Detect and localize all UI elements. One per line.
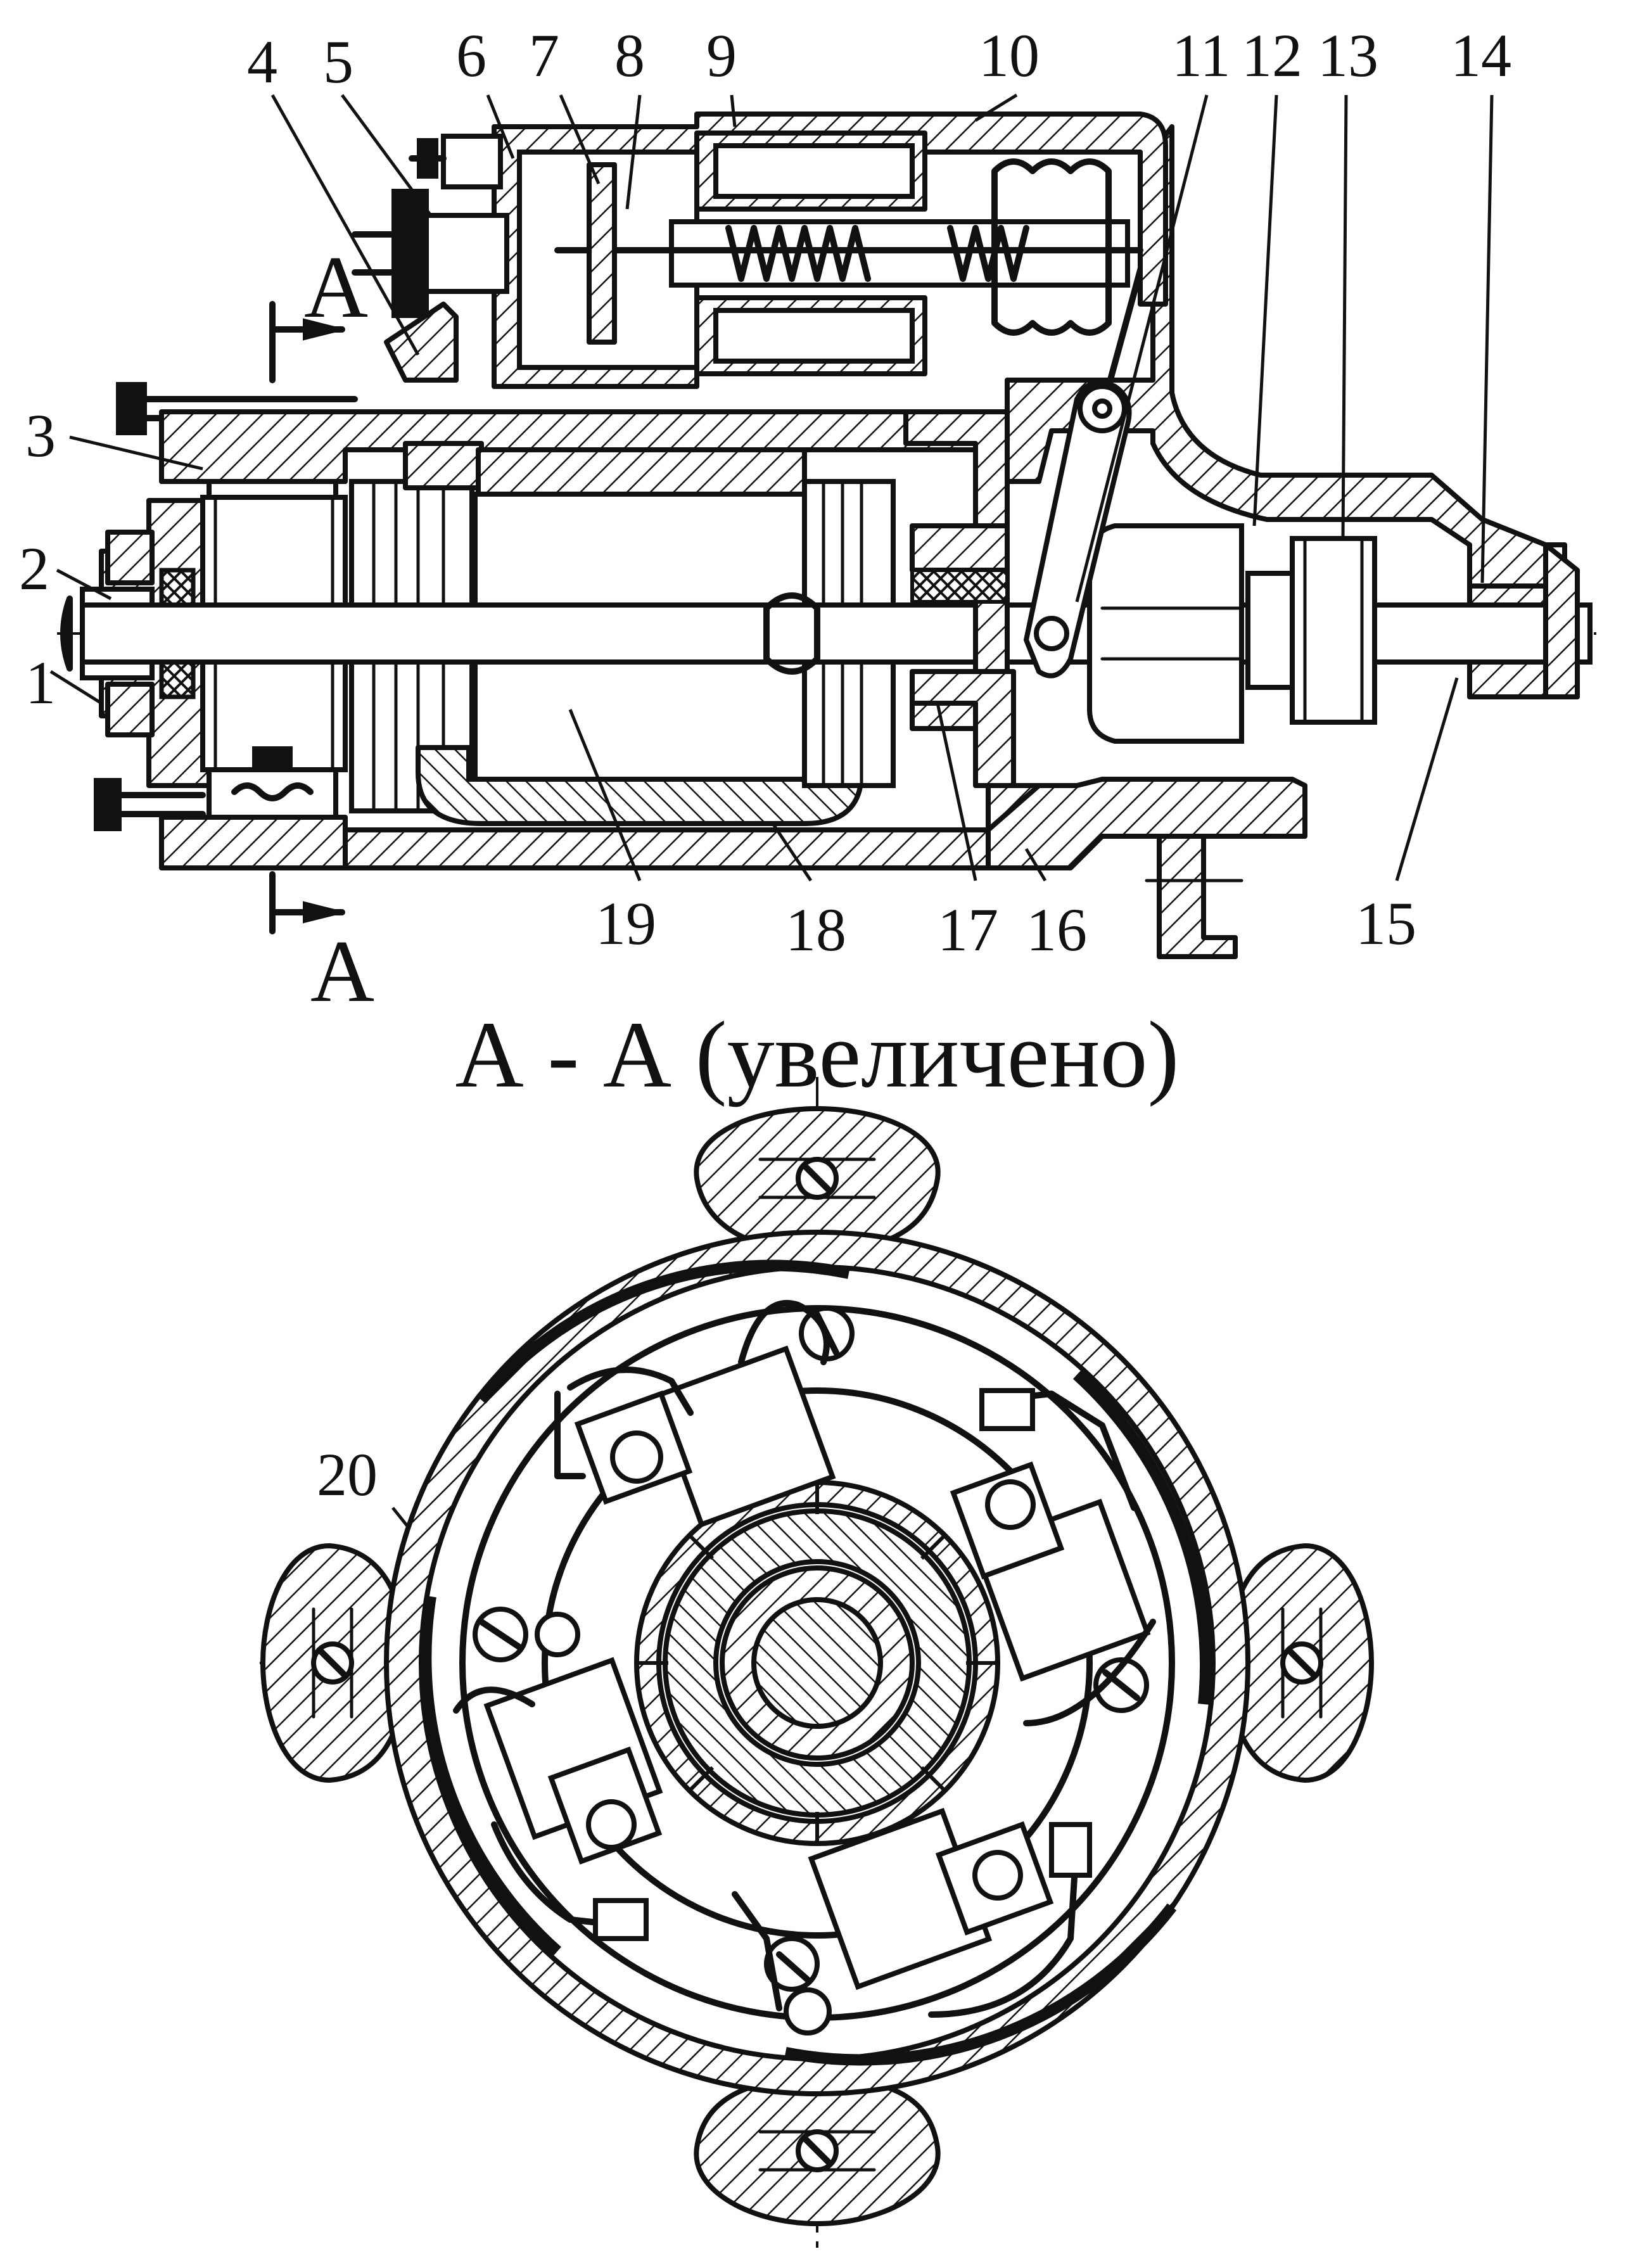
section-mark-bottom: А [310, 922, 374, 1021]
callout-8: 8 [614, 22, 645, 89]
callout-12: 12 [1242, 22, 1302, 89]
callout-15: 15 [1356, 889, 1416, 957]
callout-13: 13 [1318, 22, 1378, 89]
section-title: А - А (увеличено) [455, 1002, 1180, 1107]
callout-1: 1 [25, 649, 56, 717]
callout-19: 19 [595, 889, 656, 957]
callout-14: 14 [1451, 22, 1511, 89]
section-mark-top: А [304, 238, 368, 336]
callout-18: 18 [785, 896, 846, 964]
longitudinal-section [57, 111, 1596, 959]
callout-9: 9 [706, 22, 737, 89]
callout-2: 2 [19, 535, 49, 602]
callout-16: 16 [1026, 896, 1087, 964]
callout-5: 5 [323, 28, 353, 96]
callout-6: 6 [456, 22, 486, 89]
callout-17: 17 [938, 896, 998, 964]
callout-20: 20 [317, 1441, 378, 1508]
cross-section-a-a [260, 1077, 1374, 2255]
callout-labels: 1 2 3 4 5 6 7 8 9 10 11 12 13 14 15 16 1… [19, 22, 1511, 1508]
callout-11: 11 [1172, 22, 1230, 89]
callout-4: 4 [247, 28, 277, 96]
callout-10: 10 [979, 22, 1040, 89]
callout-7: 7 [529, 22, 559, 89]
callout-3: 3 [25, 402, 56, 469]
